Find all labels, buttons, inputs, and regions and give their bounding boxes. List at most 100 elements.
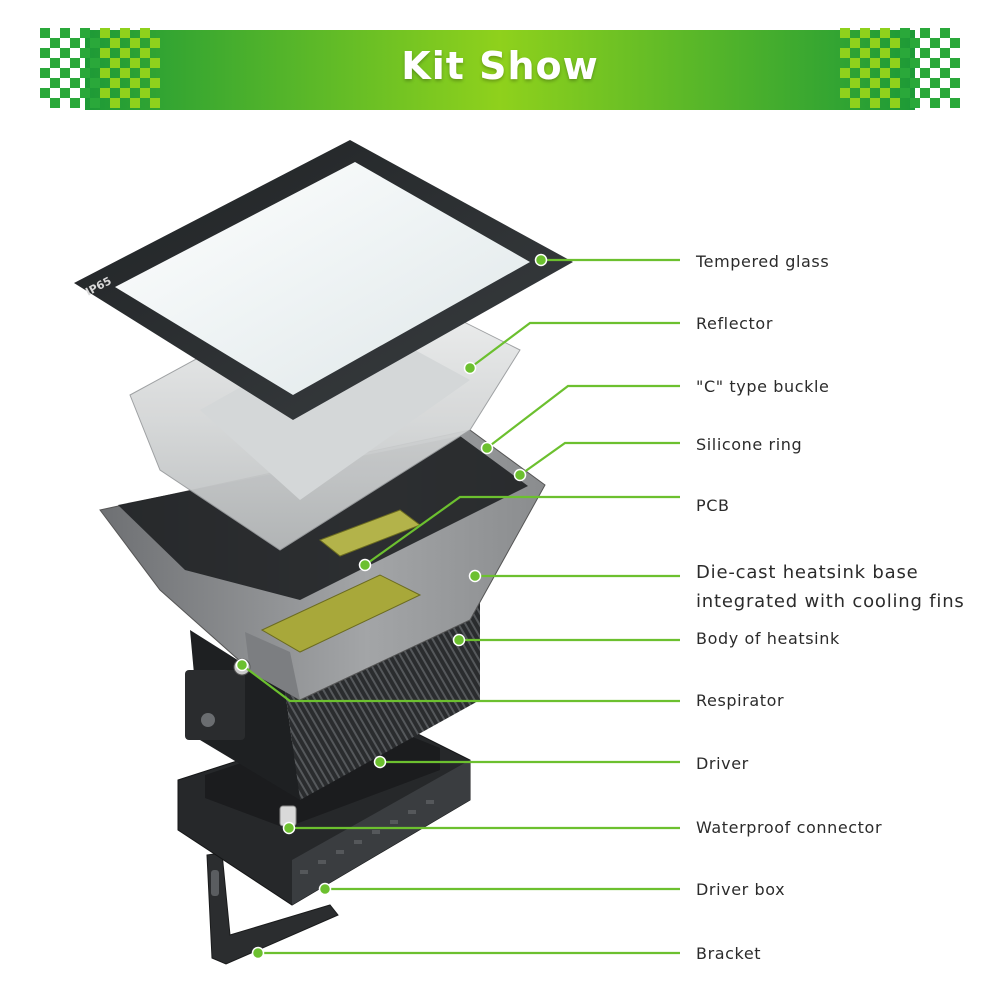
label-body-of-heatsink: Body of heatsink <box>696 629 840 648</box>
label-tempered-glass: Tempered glass <box>696 252 830 271</box>
leader-dot-waterproof-connector <box>282 821 296 835</box>
checker-square <box>140 68 150 78</box>
leader-dot-driver <box>373 755 387 769</box>
pcb-part <box>260 509 422 653</box>
checker-square <box>880 68 890 78</box>
checker-square <box>120 28 130 38</box>
checker-square <box>850 38 860 48</box>
checker-square <box>140 48 150 58</box>
checker-square <box>40 88 50 98</box>
checker-square <box>140 88 150 98</box>
leader-dot-c-type-buckle <box>480 441 494 455</box>
checker-square <box>840 48 850 58</box>
checker-square <box>840 28 850 38</box>
checker-square <box>930 58 940 68</box>
checker-square <box>950 78 960 88</box>
checker-square <box>910 58 920 68</box>
checker-square <box>150 98 160 108</box>
leader-dot-reflector <box>463 361 477 375</box>
leader-dot-die-cast-heatsink-base <box>468 569 482 583</box>
checker-square <box>850 58 860 68</box>
checker-square <box>130 38 140 48</box>
checker-square <box>130 98 140 108</box>
checker-square <box>850 98 860 108</box>
bracket-part <box>206 852 339 965</box>
checker-square <box>60 28 70 38</box>
checker-square <box>90 78 100 88</box>
leader-dot-body-of-heatsink <box>452 633 466 647</box>
checker-square <box>40 48 50 58</box>
heatsink-body-part <box>185 590 480 800</box>
checker-square <box>940 48 950 58</box>
checker-square <box>50 78 60 88</box>
checker-square <box>910 78 920 88</box>
checker-square <box>60 88 70 98</box>
checker-square <box>930 78 940 88</box>
checker-square <box>40 68 50 78</box>
checker-square <box>50 38 60 48</box>
leader-line-respirator <box>241 664 680 703</box>
checker-square <box>890 98 900 108</box>
label-waterproof-connector: Waterproof connector <box>696 818 883 837</box>
checker-square <box>80 68 90 78</box>
leader-line-silicone-ring <box>519 441 680 476</box>
banner-title: Kit Show <box>401 44 599 88</box>
label-pcb: PCB <box>696 496 730 515</box>
checker-square <box>880 88 890 98</box>
checker-square <box>940 68 950 78</box>
checker-square <box>50 58 60 68</box>
checker-square <box>70 38 80 48</box>
checker-square <box>150 58 160 68</box>
checker-square <box>920 68 930 78</box>
tempered-glass-part: IP65 <box>74 140 573 420</box>
checker-square <box>950 98 960 108</box>
checker-square <box>860 28 870 38</box>
leader-line-reflector <box>469 321 680 369</box>
checker-square <box>70 78 80 88</box>
checker-square <box>860 68 870 78</box>
checker-square <box>860 48 870 58</box>
checker-square <box>90 38 100 48</box>
checker-square <box>950 38 960 48</box>
checker-square <box>920 88 930 98</box>
label-c-type-buckle: "C" type buckle <box>696 377 830 396</box>
checker-square <box>100 88 110 98</box>
checker-square <box>80 28 90 38</box>
checker-square <box>900 68 910 78</box>
label-respirator: Respirator <box>696 691 785 710</box>
checker-square <box>110 58 120 68</box>
leader-dot-tempered-glass <box>534 253 548 267</box>
leader-lines <box>235 253 680 960</box>
checker-square <box>120 48 130 58</box>
checker-square <box>840 68 850 78</box>
checker-square <box>930 38 940 48</box>
checker-square <box>150 38 160 48</box>
checker-square <box>100 48 110 58</box>
checker-square <box>60 68 70 78</box>
label-bracket: Bracket <box>696 944 762 963</box>
checker-square <box>910 38 920 48</box>
checker-pattern-right <box>840 28 960 108</box>
checker-square <box>870 58 880 68</box>
checker-square <box>930 98 940 108</box>
banner-bar <box>85 30 915 110</box>
checker-square <box>840 88 850 98</box>
label-silicone-ring: Silicone ring <box>696 435 803 454</box>
checker-square <box>110 38 120 48</box>
leader-line-pcb <box>364 495 680 566</box>
leader-line-c-type-buckle <box>486 384 680 449</box>
checker-square <box>110 98 120 108</box>
checker-square <box>870 38 880 48</box>
checker-pattern-left <box>40 28 160 108</box>
checker-square <box>920 28 930 38</box>
checker-square <box>80 48 90 58</box>
leader-dot-bracket <box>251 946 265 960</box>
leader-dot-pcb <box>358 558 372 572</box>
checker-square <box>880 48 890 58</box>
checker-square <box>850 78 860 88</box>
checker-square <box>900 48 910 58</box>
leader-dot-respirator <box>235 658 249 672</box>
label-reflector: Reflector <box>696 314 774 333</box>
checker-square <box>870 98 880 108</box>
